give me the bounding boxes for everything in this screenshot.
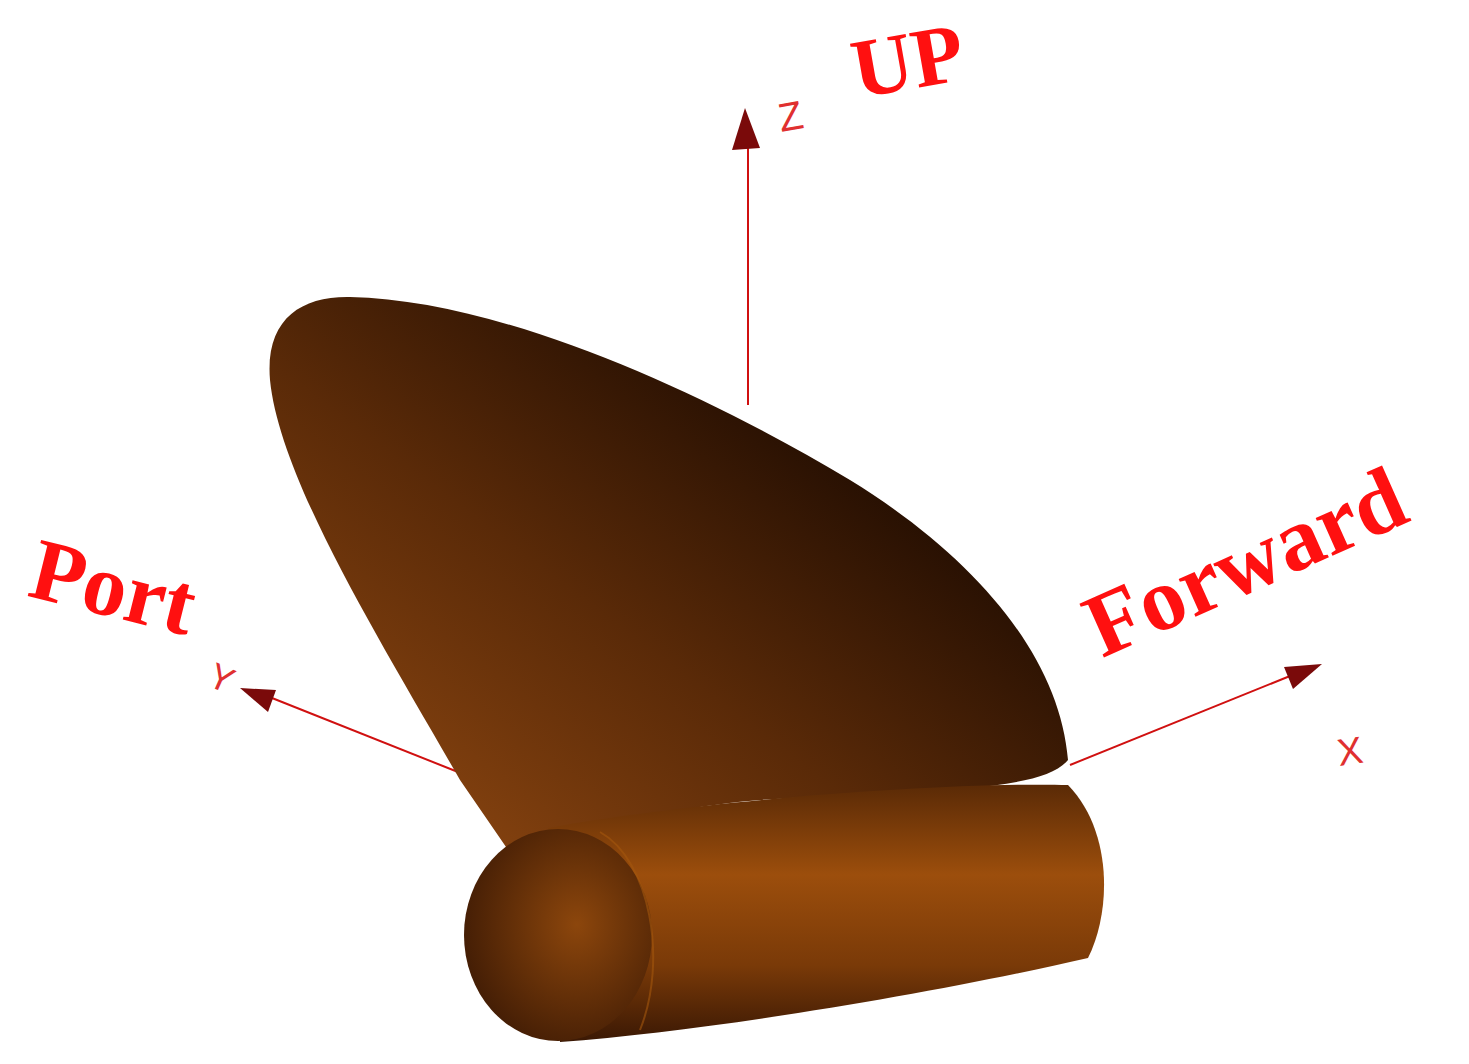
axis-letter: Y <box>203 657 240 700</box>
direction-label: Port <box>22 525 204 651</box>
axis-letter: X <box>1335 731 1365 772</box>
direction-label: UP <box>845 10 970 112</box>
direction-label: Forward <box>1071 452 1418 672</box>
blade <box>270 297 1068 860</box>
axis-letter: Z <box>775 94 806 138</box>
hub <box>464 785 1104 1042</box>
